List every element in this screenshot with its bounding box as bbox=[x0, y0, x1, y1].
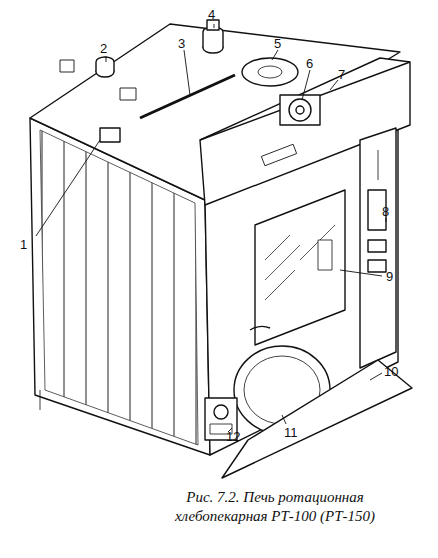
callout-number: 7 bbox=[338, 68, 345, 81]
pipe-3 bbox=[140, 75, 235, 118]
callout-number: 8 bbox=[382, 205, 389, 218]
panel-button bbox=[368, 240, 386, 252]
callout-number: 11 bbox=[284, 426, 298, 439]
unit-1 bbox=[100, 128, 120, 142]
callout-number: 10 bbox=[384, 365, 398, 378]
panel-button bbox=[368, 260, 386, 272]
loading-ramp bbox=[222, 360, 412, 478]
door-window bbox=[255, 190, 345, 345]
callout-number: 2 bbox=[100, 42, 107, 55]
motor-6 bbox=[280, 95, 320, 125]
leader-lines bbox=[36, 24, 386, 432]
top-hatch bbox=[60, 60, 74, 72]
badge bbox=[261, 144, 296, 166]
fan-5 bbox=[242, 58, 298, 86]
callout-number: 9 bbox=[386, 270, 393, 283]
figure-caption: Рис. 7.2. Печь ротационная хлебопекарная… bbox=[160, 488, 390, 526]
callout-number: 4 bbox=[208, 8, 215, 21]
callout-number: 5 bbox=[274, 37, 281, 50]
callout-number: 12 bbox=[226, 430, 240, 443]
callout-number: 6 bbox=[306, 57, 313, 70]
control-panel bbox=[360, 128, 396, 368]
door-handle bbox=[318, 240, 332, 270]
top-hatch bbox=[120, 88, 136, 100]
callout-number: 1 bbox=[20, 238, 27, 251]
callout-number: 3 bbox=[178, 37, 185, 50]
